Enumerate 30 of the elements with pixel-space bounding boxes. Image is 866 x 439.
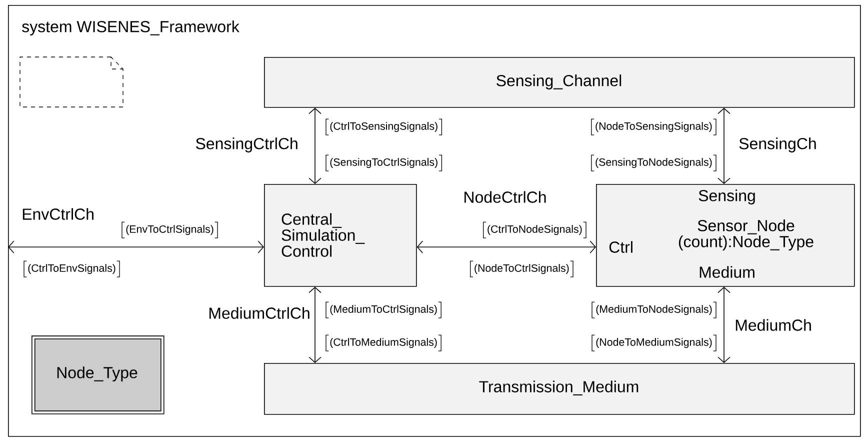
signal-list: (CtrlToMediumSignals) (326, 334, 442, 352)
type-box: Node_Type (32, 336, 164, 414)
channel-arrow (416, 240, 596, 254)
signal-list: (MediumToCtrlSignals) (326, 302, 442, 318)
channel-arrow (8, 240, 264, 254)
signal-list: (CtrlToNodeSignals) (483, 222, 586, 238)
signal-list: (CtrlToEnvSignals) (24, 260, 120, 278)
channel-name: MediumCtrlCh (206, 306, 312, 320)
signal-list: (CtrlToSensingSignals) (326, 118, 442, 136)
channel-name: MediumCh (733, 318, 814, 332)
signal-list: (NodeToMediumSignals) (592, 334, 716, 352)
channel-arrow (718, 286, 730, 363)
block-box: Sensing_Channel (264, 57, 855, 108)
signal-list: (NodeToCtrlSignals) (470, 260, 574, 278)
channel-arrow (718, 108, 730, 184)
block-box: Central_ Simulation_ Control (264, 184, 417, 287)
channel-arrow (308, 108, 322, 184)
signal-list: (NodeToSensingSignals) (591, 118, 716, 136)
channel-arrow (308, 286, 322, 363)
signal-list: (MediumToNodeSignals) (592, 302, 716, 318)
signal-list: (SensingToNodeSignals) (591, 154, 716, 172)
channel-name: EnvCtrlCh (20, 206, 96, 222)
signal-list: (SensingToCtrlSignals) (326, 154, 442, 172)
channel-name: SensingCtrlCh (194, 136, 300, 154)
signal-list: (EnvToCtrlSignals) (122, 222, 218, 238)
block-box: Transmission_Medium (264, 363, 855, 415)
block-box: Sensing Ctrl Sensor_Node (count):Node_Type Medium (596, 184, 855, 287)
text-symbol (20, 56, 124, 108)
channel-name: NodeCtrlCh (462, 190, 548, 204)
channel-name: SensingCh (737, 136, 818, 154)
